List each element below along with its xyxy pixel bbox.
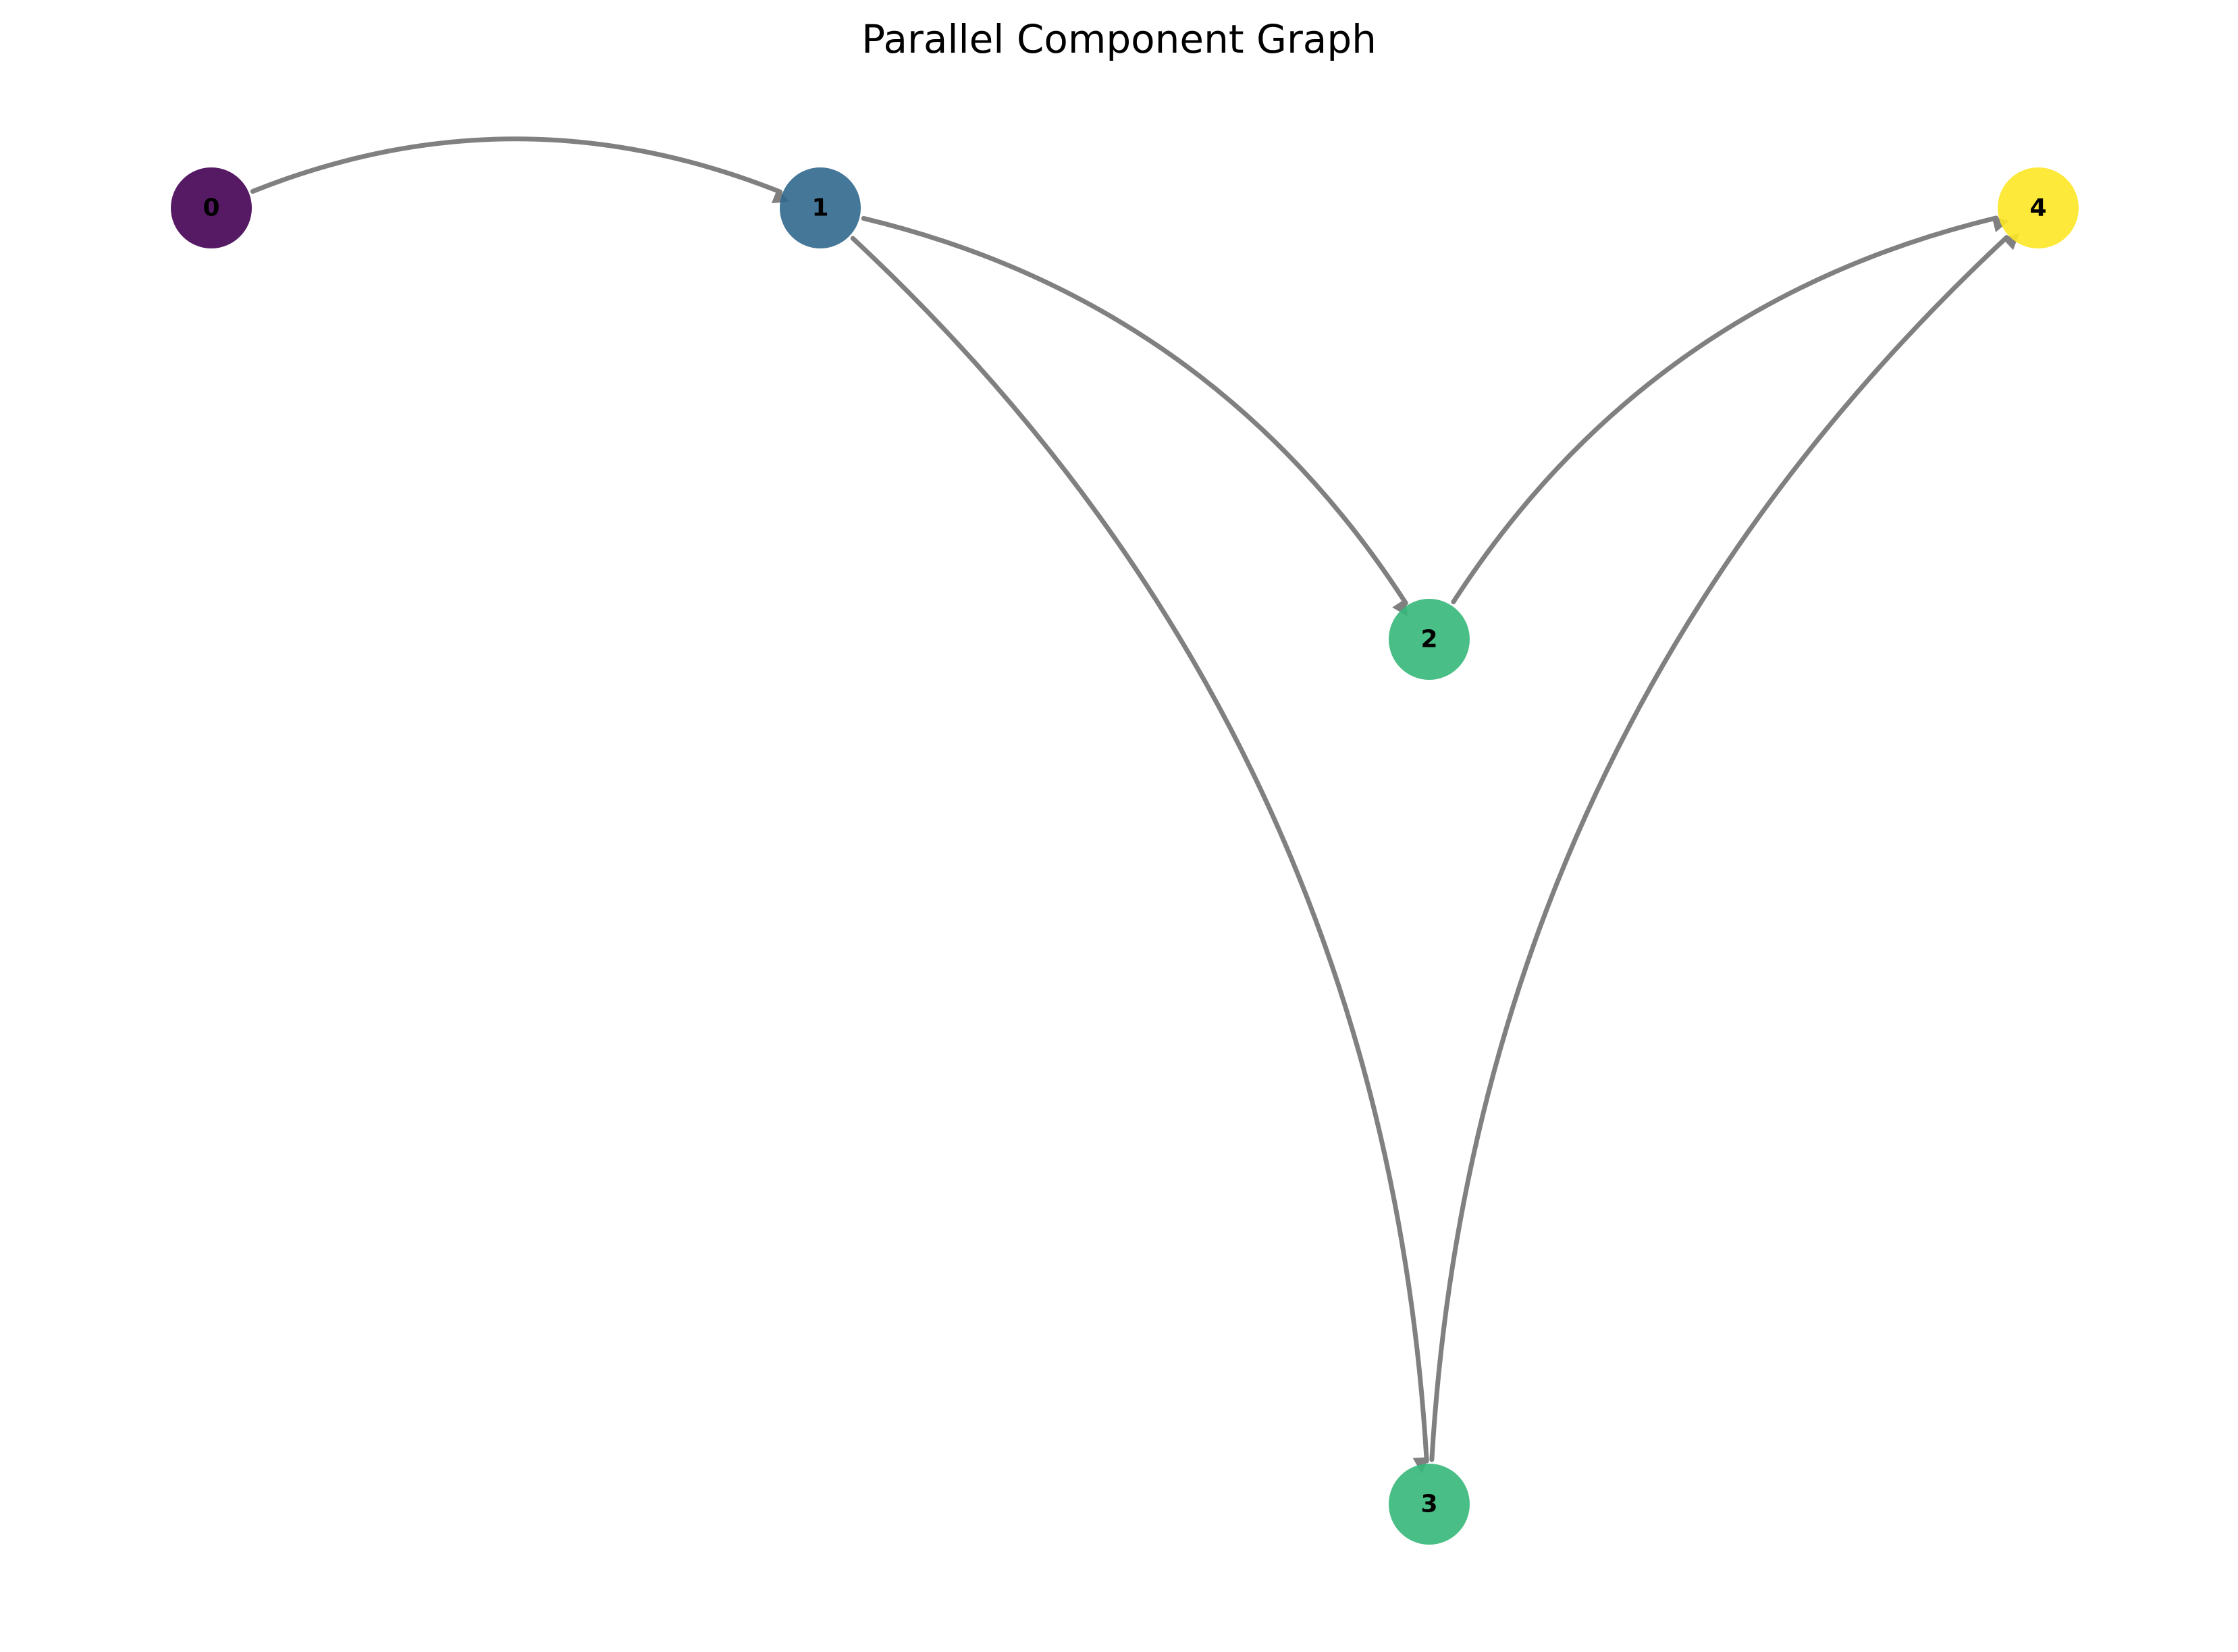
node-1-label: 1	[811, 194, 828, 222]
edge-1-3	[850, 236, 1429, 1474]
node-3-label: 3	[1420, 1491, 1437, 1518]
node-0-circle	[171, 167, 252, 248]
diagram-title: Parallel Component Graph	[861, 16, 1377, 62]
edge-0-1	[250, 136, 790, 204]
edges-layer	[250, 136, 2020, 1474]
edge-1-2	[861, 215, 1408, 617]
node-3-circle	[1389, 1464, 1470, 1545]
node-0: 0	[171, 167, 252, 248]
node-2-label: 2	[1420, 626, 1437, 654]
node-2-circle	[1389, 599, 1470, 680]
node-4: 4	[1998, 167, 2079, 248]
node-1: 1	[780, 167, 861, 248]
node-4-circle	[1998, 167, 2079, 248]
node-4-label: 4	[2029, 194, 2046, 222]
node-1-circle	[780, 167, 861, 248]
node-0-label: 0	[203, 194, 219, 222]
node-3: 3	[1389, 1464, 1470, 1545]
nodes-layer: 0 1 2 3 4	[171, 167, 2079, 1545]
node-2: 2	[1389, 599, 1470, 680]
edge-2-4	[1451, 215, 2010, 605]
edge-3-4	[1429, 233, 2020, 1462]
